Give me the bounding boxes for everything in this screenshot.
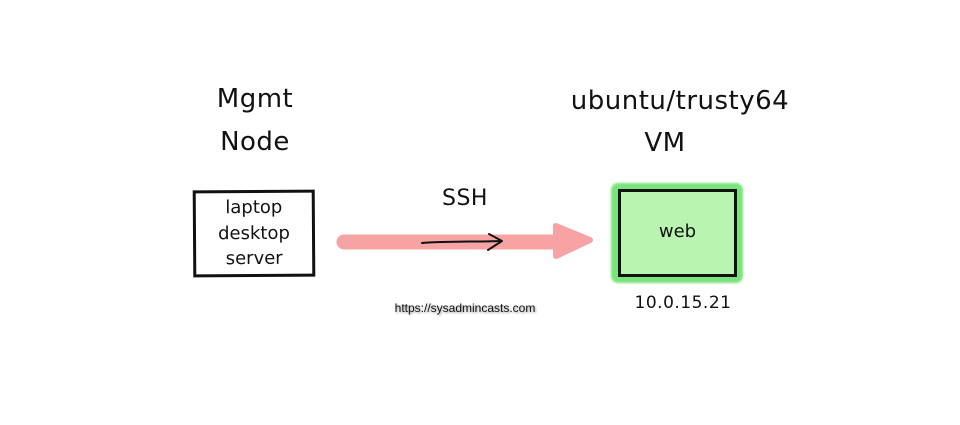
watermark-url: https://sysadmincasts.com — [394, 301, 536, 315]
small-arrow-head — [487, 233, 503, 251]
vm-title-line-1: ubuntu/trusty64 — [570, 86, 790, 116]
vm-web-label: web — [658, 221, 697, 242]
mgmt-node-title-line-1: Mgmt — [216, 84, 294, 114]
vm-ip-label: 10.0.15.21 — [634, 293, 732, 313]
small-arrow-line — [421, 240, 502, 244]
vm-title-line-2: VM — [644, 128, 686, 158]
ssh-label: SSH — [442, 186, 488, 211]
mgmt-box-line-server: server — [225, 247, 283, 270]
mgmt-box-line-desktop: desktop — [218, 222, 290, 245]
ssh-arrow-head — [553, 223, 593, 259]
mgmt-node-box: laptop desktop server — [192, 189, 316, 278]
mgmt-box-line-laptop: laptop — [225, 196, 283, 219]
mgmt-node-title-line-2: Node — [220, 127, 290, 157]
vm-web-box: web — [618, 189, 737, 277]
